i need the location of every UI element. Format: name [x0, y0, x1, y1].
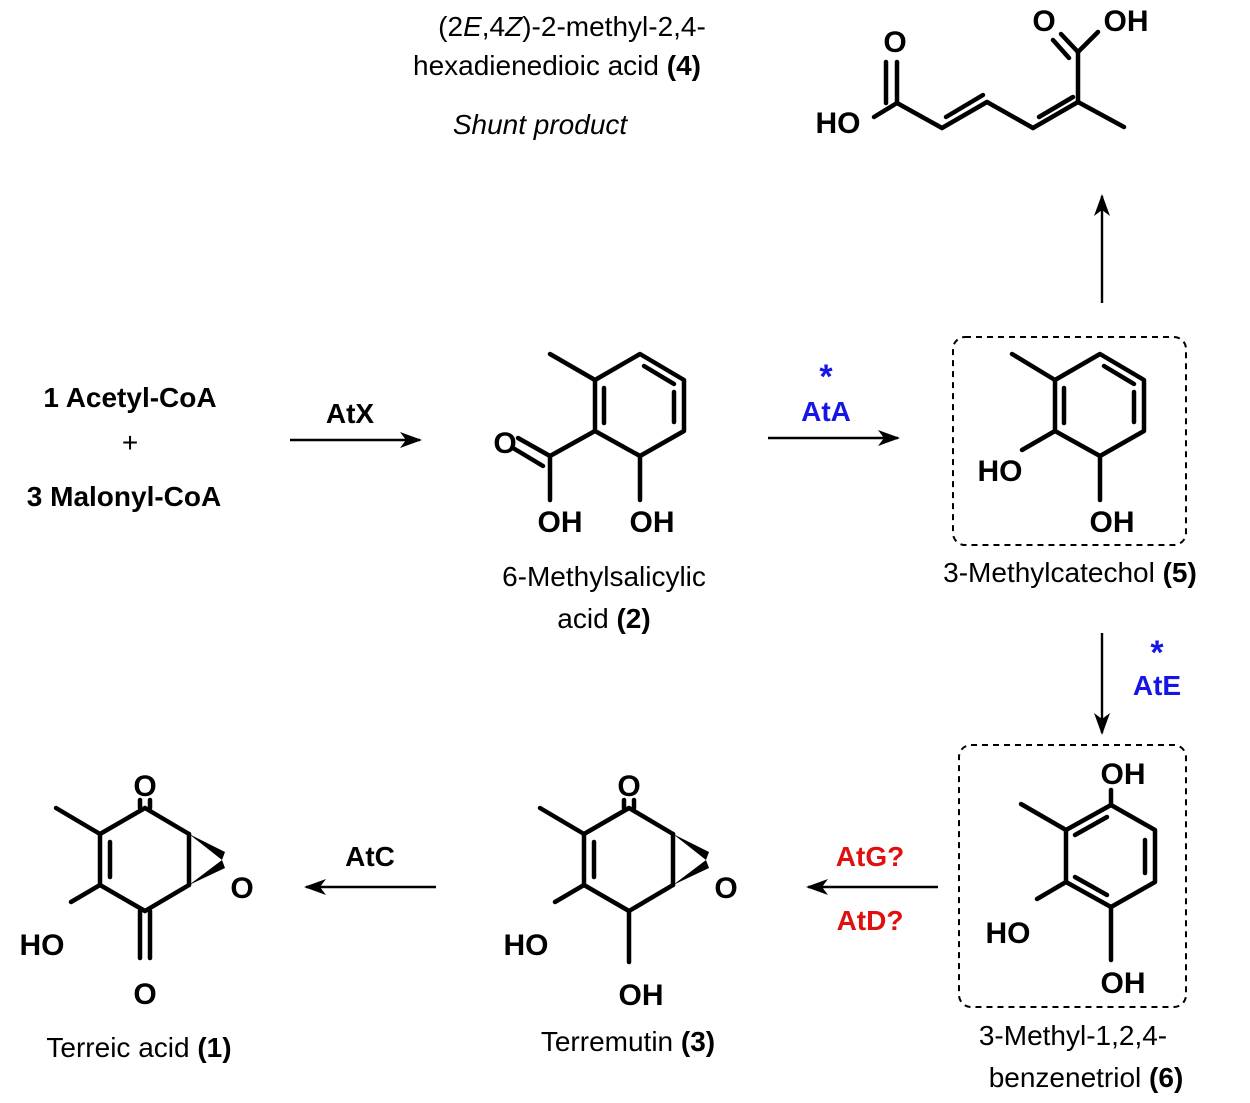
compound-6-name-line1: 3-Methyl-1,2,4-	[979, 1020, 1167, 1051]
starting-materials: 1 Acetyl-CoA + 3 Malonyl-CoA	[27, 382, 221, 512]
enzyme-atg-label: AtG?	[836, 841, 904, 872]
terreic-top-carbonyl-o: O	[133, 770, 156, 803]
compound-1-name: Terreic acid (1)	[46, 1032, 231, 1063]
enzyme-ate-label: AtE	[1133, 670, 1181, 701]
right-acid-oh: OH	[1104, 5, 1149, 38]
terremutin-carbonyl-o: O	[617, 770, 640, 803]
compound-2-name-line1: 6-Methylsalicylic	[502, 561, 706, 592]
enzyme-atx-label: AtX	[326, 398, 375, 429]
structure-6-methylsalicylic-acid: O OH OH	[493, 351, 687, 539]
phenol-oh: OH	[630, 506, 675, 539]
enzyme-atc-label: AtC	[345, 841, 395, 872]
catechol-oh: OH	[1090, 506, 1135, 539]
triol-ho: HO	[986, 917, 1031, 950]
highlight-box	[958, 744, 1187, 1008]
shunt-product-note: Shunt product	[453, 109, 629, 140]
acid-oh: OH	[538, 506, 583, 539]
terremutin-epoxide-o: O	[714, 872, 737, 905]
enzyme-ata-star: *	[819, 358, 833, 396]
label-compound-6: 3-Methyl-1,2,4- benzenetriol (6)	[979, 1020, 1183, 1093]
malonyl-coa-label: 3 Malonyl-CoA	[27, 481, 221, 512]
plus-sign: +	[122, 427, 138, 458]
terreic-epoxide-o: O	[230, 872, 253, 905]
acetyl-coa-label: 1 Acetyl-CoA	[43, 382, 216, 413]
label-compound-2: 6-Methylsalicylic acid (2)	[502, 561, 706, 634]
structure-hexadienedioic-acid: O HO O OH	[816, 5, 1149, 140]
arrow-atc: AtC	[304, 841, 436, 895]
terreic-ho: HO	[20, 929, 65, 962]
arrow-ata: * AtA	[768, 358, 900, 446]
label-compound-4: (2E,4Z)-2-methyl-2,4- hexadienedioic aci…	[413, 11, 706, 140]
arrow-atx: AtX	[290, 398, 422, 448]
right-carbonyl-o: O	[1032, 5, 1055, 38]
structure-terreic-acid: O O HO O	[20, 770, 254, 1011]
triol-bottom-oh: OH	[1101, 967, 1146, 1000]
arrow-ate: * AtE	[1094, 633, 1181, 735]
terremutin-ho: HO	[504, 929, 549, 962]
compound-3-name: Terremutin (3)	[541, 1026, 715, 1057]
compound-4-name-line1: (2E,4Z)-2-methyl-2,4-	[438, 11, 706, 42]
carbonyl-o: O	[493, 427, 516, 460]
compound-5-name: 3-Methylcatechol (5)	[943, 557, 1197, 588]
label-compound-3: Terremutin (3)	[541, 1026, 715, 1057]
highlight-box	[952, 336, 1187, 546]
structure-benzenetriol: OH HO OH	[958, 744, 1187, 1008]
arrow-atg-atd: AtG? AtD?	[806, 841, 938, 936]
left-acid-ho: HO	[816, 107, 861, 140]
catechol-ho: HO	[978, 455, 1023, 488]
left-carbonyl-o: O	[883, 26, 906, 59]
terremutin-oh: OH	[619, 979, 664, 1012]
compound-2-name-line2: acid (2)	[557, 603, 650, 634]
terreic-bottom-carbonyl-o: O	[133, 978, 156, 1011]
triol-top-oh: OH	[1101, 758, 1146, 791]
enzyme-ate-star: *	[1150, 634, 1164, 672]
structure-3-methylcatechol: HO OH	[952, 336, 1187, 546]
structure-terremutin: O O HO OH	[504, 770, 738, 1012]
label-compound-5: 3-Methylcatechol (5)	[943, 557, 1197, 588]
compound-6-name-line2: benzenetriol (6)	[989, 1062, 1184, 1093]
compound-4-name-line2: hexadienedioic acid (4)	[413, 50, 701, 81]
enzyme-ata-label: AtA	[801, 396, 851, 427]
label-compound-1: Terreic acid (1)	[46, 1032, 231, 1063]
enzyme-atd-label: AtD?	[837, 905, 904, 936]
